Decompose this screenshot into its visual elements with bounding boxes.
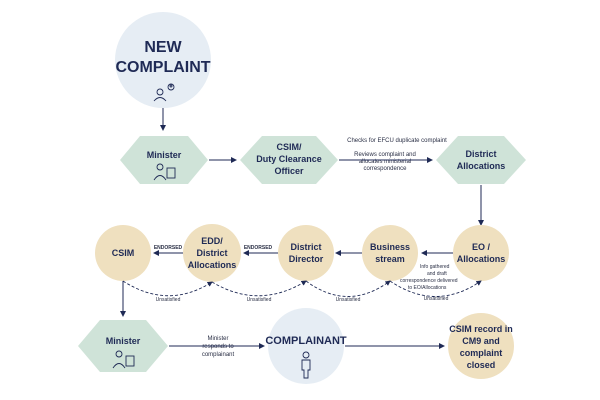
csim-record-line4: closed	[467, 360, 496, 370]
csim-record-line1: CSIM record in	[449, 324, 513, 334]
unsatisfied-label-4: Unsatisfied	[424, 296, 449, 302]
new-complaint-circle	[115, 12, 211, 108]
minister-responds-line2: responds to	[202, 344, 234, 350]
edd-alloc-line3: Allocations	[188, 260, 237, 270]
csim-record-circle	[448, 313, 514, 379]
complainant-label: COMPLAINANT	[265, 335, 347, 347]
eo-alloc-line1: EO /	[472, 242, 491, 252]
person-speaking-icon	[153, 83, 175, 102]
efcu-check-label: Checks for EFCU duplicate complaint	[347, 138, 447, 144]
complainant-circle	[268, 308, 344, 384]
unsatisfied-arc-3	[305, 280, 391, 297]
minister-top-diamond	[120, 136, 208, 184]
csim-record-line2: CM9 and	[462, 336, 500, 346]
district-director-line2: Director	[289, 254, 324, 264]
csim-duty-diamond	[240, 136, 338, 184]
unsatisfied-label-1: Unsatisfied	[156, 297, 181, 303]
csim-left-circle	[95, 225, 151, 281]
csim-record-line3: complaint	[460, 348, 503, 358]
edd-alloc-circle	[183, 224, 241, 282]
business-stream-line1: Business	[370, 242, 410, 252]
info-line3: correspondence delivered	[400, 278, 458, 284]
person-icon	[301, 351, 311, 379]
csim-duty-line3: Officer	[274, 166, 304, 176]
two-people-icon-bottom	[112, 350, 135, 369]
minister-bottom-diamond	[78, 320, 168, 372]
unsatisfied-label-3: Unsatisfied	[336, 297, 361, 303]
edd-alloc-line2: District	[196, 248, 227, 258]
new-complaint-line2: COMPLAINT	[115, 59, 210, 76]
unsatisfied-arc-2	[211, 280, 307, 297]
district-alloc-line1: District	[465, 149, 496, 159]
reviews-line1: Reviews complaint and	[354, 152, 416, 158]
district-alloc-diamond	[436, 136, 526, 184]
unsatisfied-arc-1	[122, 280, 213, 297]
minister-responds-line3: complainant	[202, 352, 235, 358]
district-director-circle	[278, 225, 334, 281]
info-line1: Info gathered	[420, 264, 450, 270]
unsatisfied-label-2: Unsatisfied	[247, 297, 272, 303]
district-alloc-line2: Allocations	[457, 161, 506, 171]
csim-left-label: CSIM	[112, 248, 135, 258]
eo-alloc-circle	[453, 225, 509, 281]
minister-top-label: Minister	[147, 150, 182, 160]
csim-duty-line2: Duty Clearance	[256, 154, 322, 164]
business-stream-circle	[362, 225, 418, 281]
reviews-line2: allocates ministerial	[359, 159, 411, 165]
edd-alloc-line1: EDD/	[201, 236, 223, 246]
endorsed-label-2: ENDORSED	[244, 245, 273, 251]
business-stream-line2: stream	[375, 254, 405, 264]
reviews-line3: correspondence	[363, 166, 407, 172]
eo-alloc-line2: Allocations	[457, 254, 506, 264]
district-director-line1: District	[290, 242, 321, 252]
minister-responds-line1: Minister	[207, 336, 228, 342]
unsatisfied-arc-4	[389, 280, 482, 297]
minister-bottom-label: Minister	[106, 336, 141, 346]
csim-duty-line1: CSIM/	[276, 142, 302, 152]
info-line4: to EO/Allocations	[408, 285, 447, 291]
info-line2: and draft	[427, 271, 447, 277]
two-people-icon	[153, 163, 176, 181]
new-complaint-line1: NEW	[144, 39, 182, 56]
endorsed-label-1: ENDORSED	[154, 245, 183, 251]
